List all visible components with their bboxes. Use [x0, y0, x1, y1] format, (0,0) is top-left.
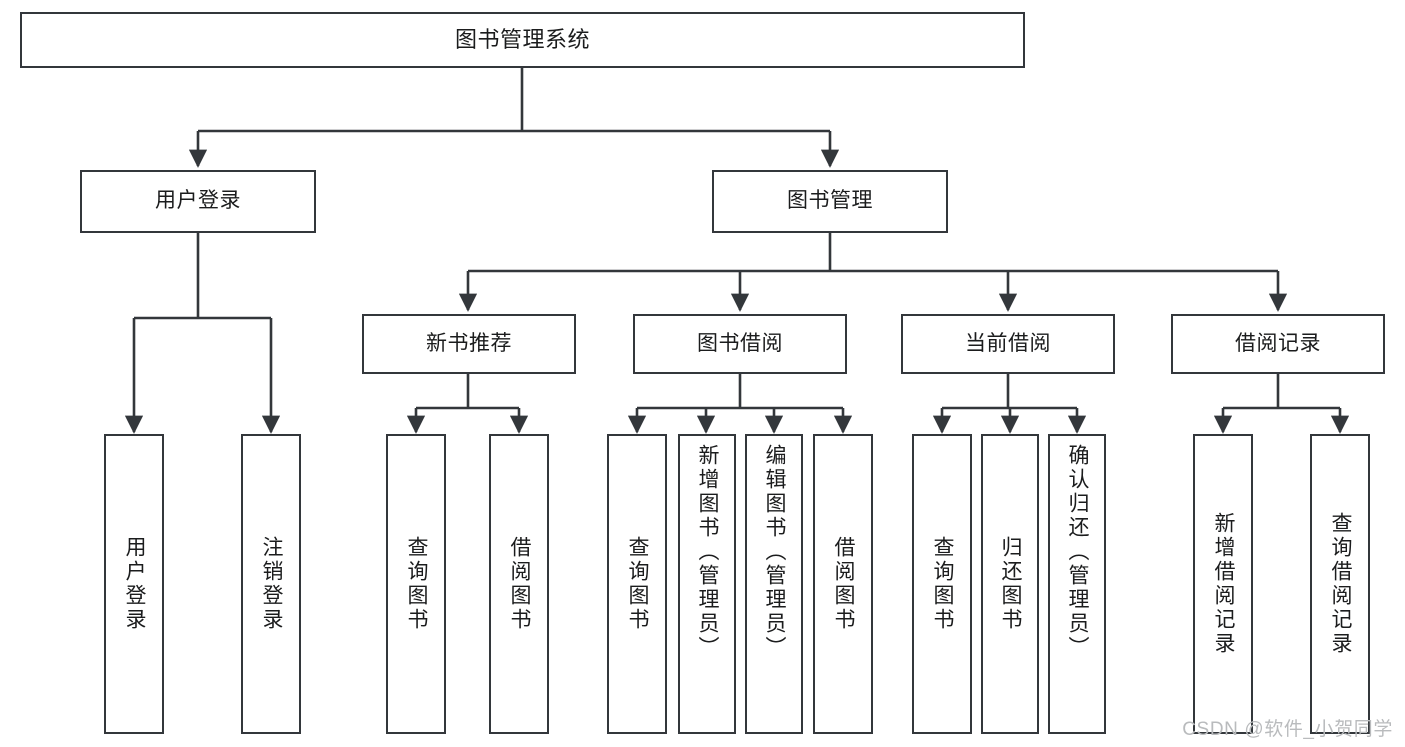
node-new-book-recommend[interactable]: 新书推荐	[362, 314, 576, 374]
node-label: 新增图书（管理员）	[696, 444, 720, 660]
node-label: 查询图书	[931, 536, 955, 632]
node-label: 借阅图书	[508, 536, 532, 632]
node-root-library-system[interactable]: 图书管理系统	[20, 12, 1025, 68]
node-label: 查询图书	[626, 536, 650, 632]
node-borrow-record[interactable]: 借阅记录	[1171, 314, 1385, 374]
node-label: 查询借阅记录	[1329, 512, 1353, 656]
leaf-current-confirm-return-admin[interactable]: 确认归还（管理员）	[1048, 434, 1106, 734]
leaf-borrow-query-books[interactable]: 查询图书	[607, 434, 667, 734]
node-label: 借阅记录	[1235, 331, 1321, 355]
node-label: 当前借阅	[965, 331, 1051, 355]
leaf-record-add-borrow-record[interactable]: 新增借阅记录	[1193, 434, 1253, 734]
leaf-borrow-borrow-books[interactable]: 借阅图书	[813, 434, 873, 734]
node-label: 图书管理	[787, 189, 873, 213]
node-book-borrow[interactable]: 图书借阅	[633, 314, 847, 374]
node-label: 确认归还（管理员）	[1066, 444, 1090, 660]
node-label: 查询图书	[405, 536, 429, 632]
node-label: 图书管理系统	[454, 27, 590, 53]
node-label: 编辑图书（管理员）	[763, 444, 787, 660]
leaf-new-book-borrow-books[interactable]: 借阅图书	[489, 434, 549, 734]
node-label: 归还图书	[999, 536, 1023, 632]
leaf-borrow-edit-book-admin[interactable]: 编辑图书（管理员）	[745, 434, 803, 734]
node-book-management[interactable]: 图书管理	[712, 170, 948, 233]
leaf-borrow-add-book-admin[interactable]: 新增图书（管理员）	[678, 434, 736, 734]
watermark-text: CSDN @软件_小贺同学	[1182, 719, 1393, 740]
node-label: 用户登录	[123, 536, 147, 632]
leaf-current-return-books[interactable]: 归还图书	[981, 434, 1039, 734]
node-label: 新书推荐	[426, 331, 512, 355]
leaf-record-query-borrow-record[interactable]: 查询借阅记录	[1310, 434, 1370, 734]
leaf-user-login-login[interactable]: 用户登录	[104, 434, 164, 734]
leaf-current-query-books[interactable]: 查询图书	[912, 434, 972, 734]
node-label: 借阅图书	[832, 536, 856, 632]
node-user-login[interactable]: 用户登录	[80, 170, 316, 233]
node-current-borrow[interactable]: 当前借阅	[901, 314, 1115, 374]
leaf-user-login-logout[interactable]: 注销登录	[241, 434, 301, 734]
node-label: 注销登录	[260, 536, 284, 632]
leaf-new-book-query-books[interactable]: 查询图书	[386, 434, 446, 734]
node-label: 新增借阅记录	[1212, 512, 1236, 656]
node-label: 图书借阅	[697, 331, 783, 355]
node-label: 用户登录	[155, 189, 241, 213]
